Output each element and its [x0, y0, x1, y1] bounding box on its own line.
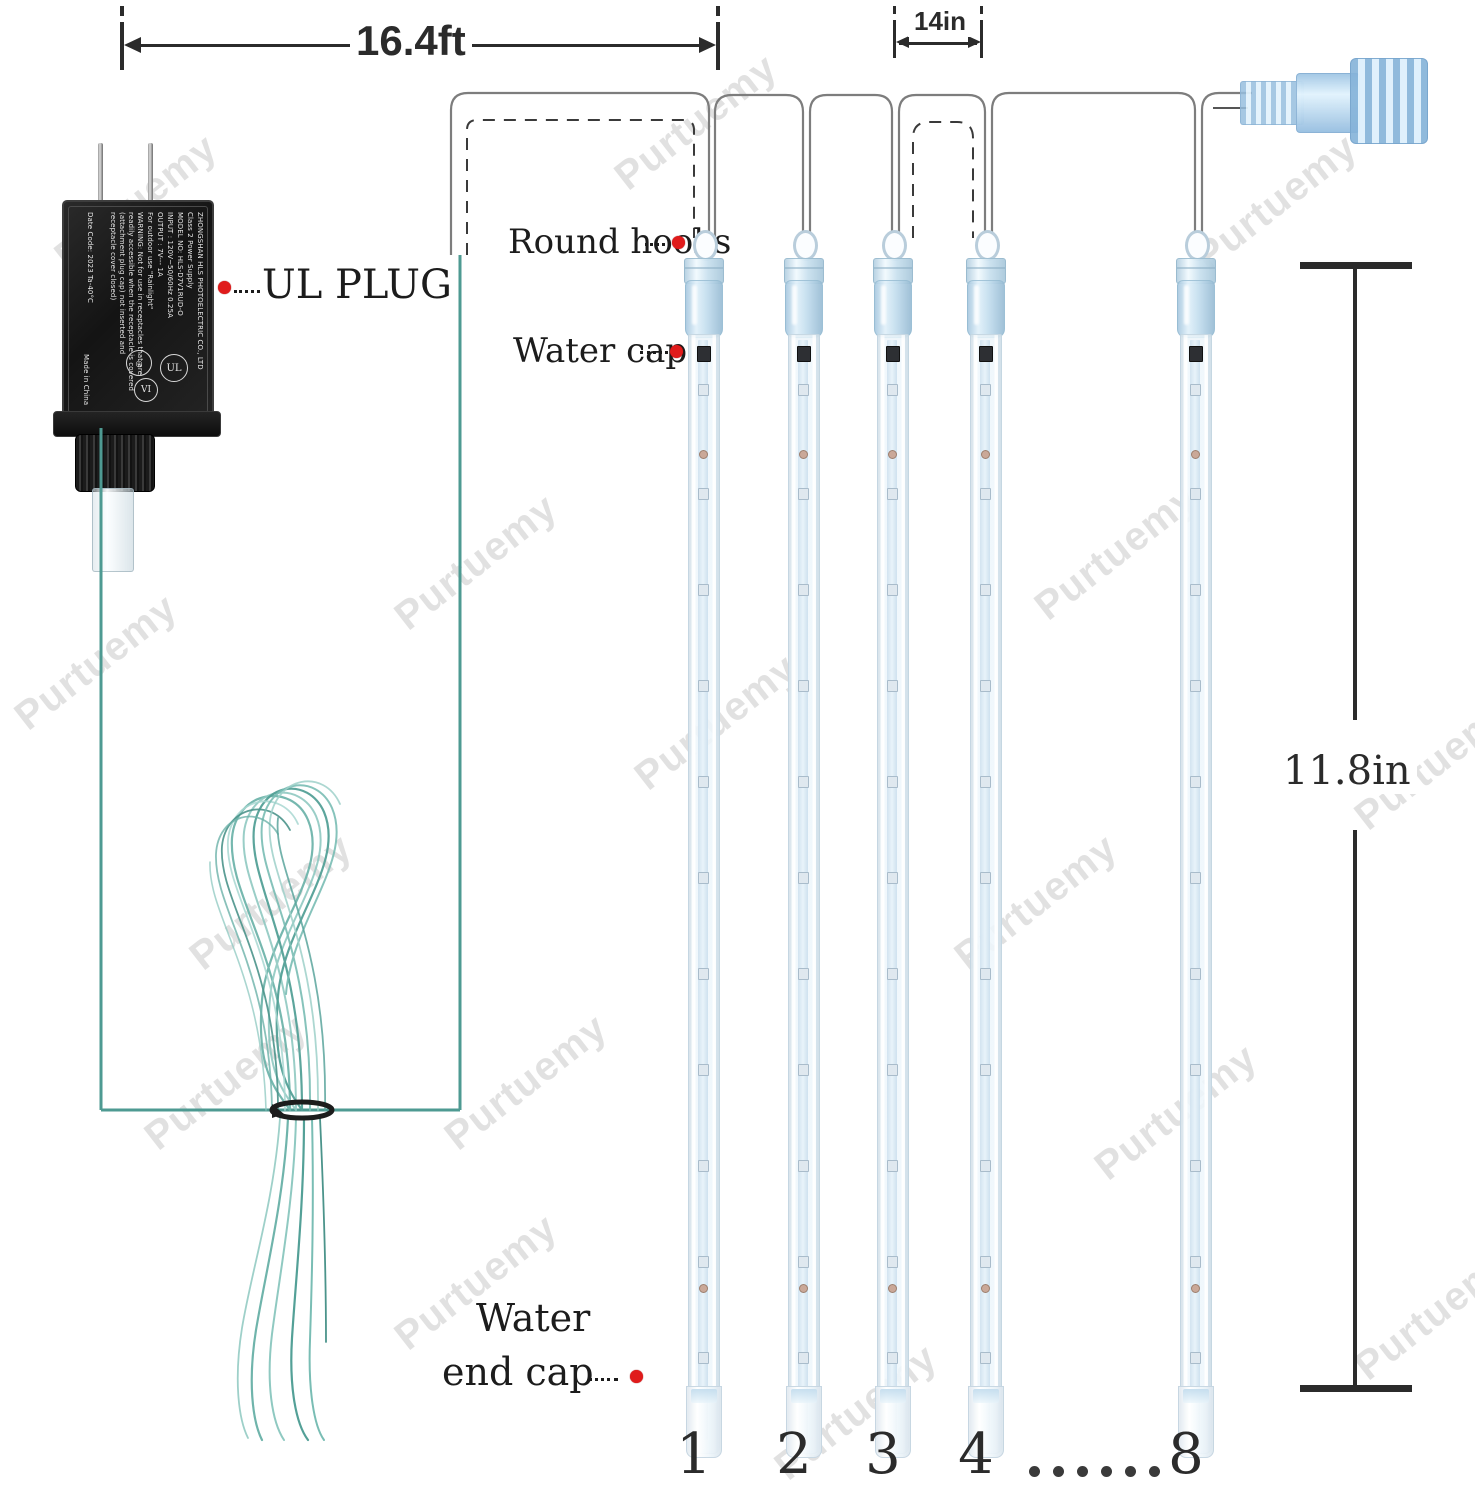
ce-mark: ◎	[126, 350, 152, 376]
water-end-cap	[686, 1386, 722, 1458]
wire-coil-bundle	[209, 780, 341, 1442]
round-hook	[1185, 230, 1210, 261]
cable-tie	[269, 1099, 335, 1121]
water-end-cap	[875, 1386, 911, 1458]
callout-label-ul-plug: UL PLUG	[262, 262, 452, 308]
water-cap	[685, 280, 723, 338]
watermark: Purtuemy	[436, 1005, 616, 1159]
waterproof-connector	[1240, 55, 1460, 165]
adapter-body: ZHONGSHAN HLS PHOTOELECTRIC CO., LTD Cla…	[62, 200, 214, 419]
water-end-cap	[1178, 1386, 1214, 1458]
led-strip	[886, 340, 900, 1440]
plug-prong-left	[98, 143, 103, 203]
round-hook	[693, 230, 718, 261]
callout-marker-dot	[630, 1370, 643, 1383]
callout-leader	[640, 351, 668, 354]
callout-leader	[588, 1378, 618, 1381]
vi-efficiency-mark: VI	[134, 378, 158, 402]
adapter-barrel-connector	[92, 488, 134, 572]
watermark: Purtuemy	[136, 1005, 316, 1159]
callout-marker-dot	[672, 236, 685, 249]
water-end-cap	[968, 1386, 1004, 1458]
callout-label-end-cap: end cap	[442, 1350, 594, 1394]
callout-marker-dot	[218, 281, 231, 294]
adapter-base	[53, 411, 221, 437]
callout-label-water: Water	[476, 1296, 591, 1340]
adapter-threaded-nut	[75, 434, 155, 492]
dimension-label-16-4ft: 16.4ft	[350, 17, 472, 65]
water-end-cap	[786, 1386, 822, 1458]
watermark: Purtuemy	[181, 825, 361, 979]
round-hook	[975, 230, 1000, 261]
tube-number: 4	[958, 1422, 994, 1487]
led-strip	[1189, 340, 1203, 1440]
dimension-label-11-8in: 11.8in	[1277, 748, 1417, 794]
water-cap	[967, 280, 1005, 338]
led-strip	[797, 340, 811, 1440]
tube-number-ellipsis	[1029, 1466, 1160, 1477]
power-adapter: ZHONGSHAN HLS PHOTOELECTRIC CO., LTD Cla…	[50, 140, 240, 572]
callout-leader	[645, 243, 671, 246]
watermark: Purtuemy	[606, 45, 786, 199]
connector-cap	[1350, 58, 1428, 144]
ul-certification-mark: UL	[160, 354, 188, 382]
watermark: Purtuemy	[386, 485, 566, 639]
dimension-label-14in: 14in	[908, 6, 973, 37]
tube-number: 8	[1168, 1422, 1204, 1487]
callout-leader	[234, 290, 260, 293]
water-cap	[785, 280, 823, 338]
round-hook	[882, 230, 907, 261]
connector-sleeve	[1240, 81, 1304, 125]
watermark: Purtuemy	[1086, 1035, 1266, 1189]
tube-number: 2	[776, 1422, 812, 1487]
plug-prong-right	[148, 143, 153, 203]
water-cap	[1177, 280, 1215, 338]
tube-number: 1	[676, 1422, 712, 1487]
watermark: Purtuemy	[1346, 1235, 1475, 1389]
watermark: Purtuemy	[6, 585, 186, 739]
callout-marker-dot	[670, 345, 683, 358]
led-strip	[979, 340, 993, 1440]
water-cap	[874, 280, 912, 338]
tube-number: 3	[865, 1422, 901, 1487]
round-hook	[793, 230, 818, 261]
led-strip	[697, 340, 711, 1440]
